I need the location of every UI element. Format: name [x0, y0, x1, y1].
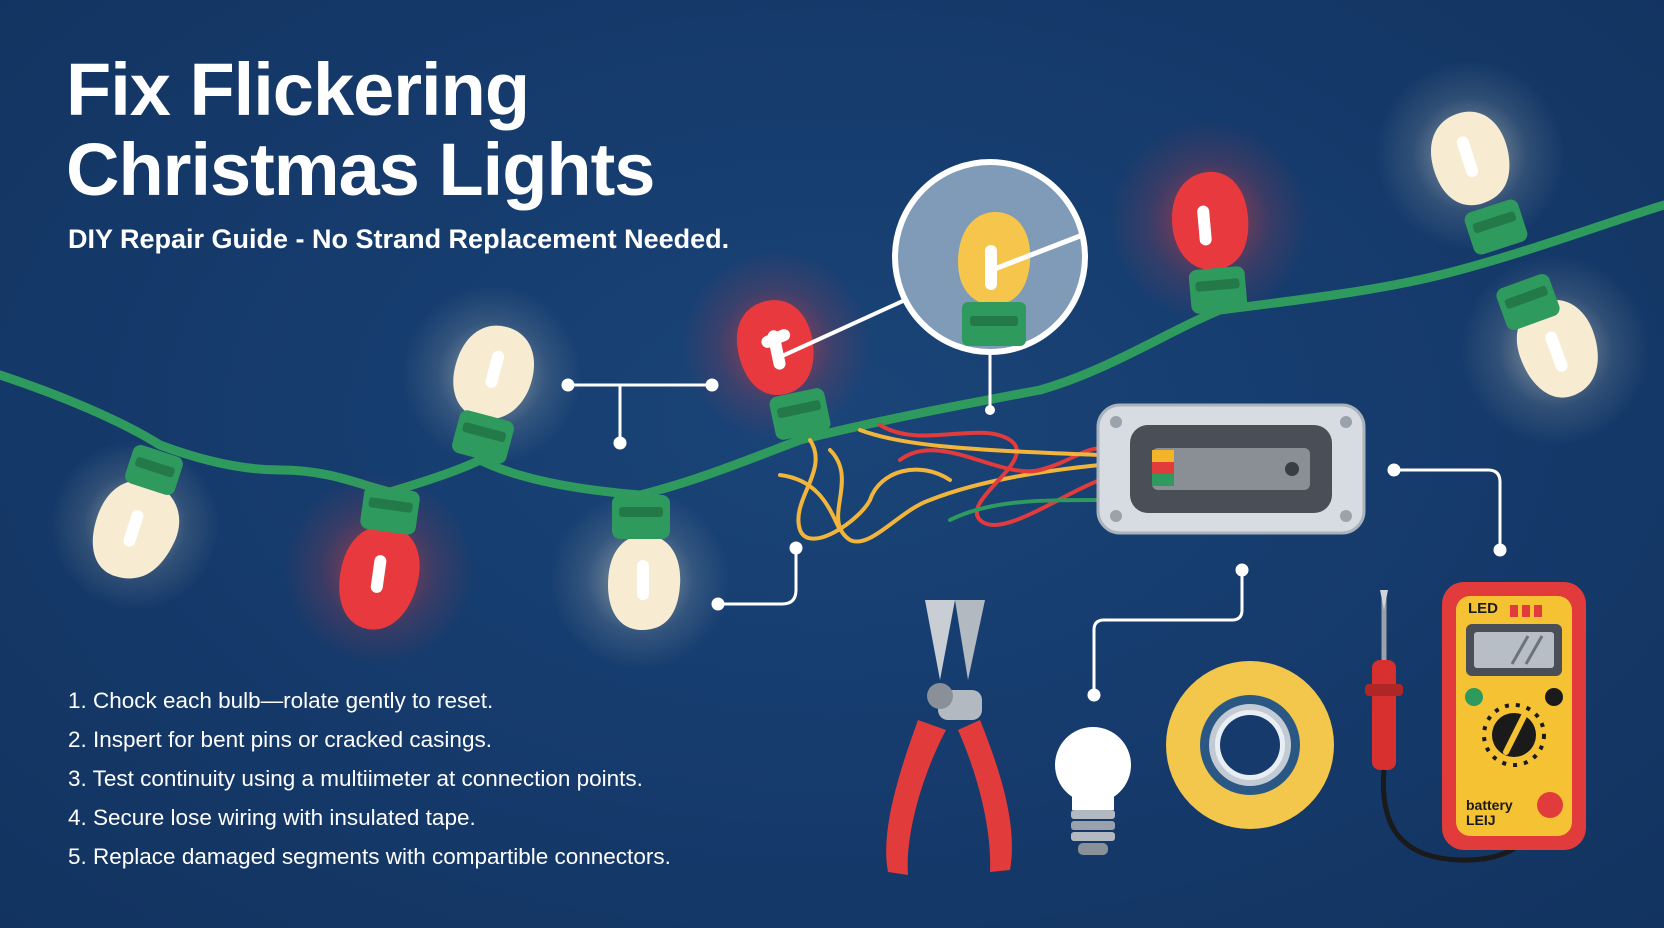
step-item: 4. Secure lose wiring with insulated tap… — [68, 805, 476, 830]
page-title: Fix Flickering Christmas Lights — [66, 48, 655, 211]
bulb-red-1 — [283, 475, 473, 665]
subtitle: DIY Repair Guide - No Strand Replacement… — [68, 224, 730, 254]
junction-box — [1096, 403, 1366, 535]
step-item: 2. Inspert for bent pins or cracked casi… — [68, 727, 492, 752]
multimeter-battery-label: battery LEIJ — [1466, 798, 1526, 828]
bulb-warm-1 — [50, 440, 220, 610]
battery-label-line-1: battery — [1466, 797, 1513, 813]
title-line-2: Christmas Lights — [66, 128, 655, 211]
step-item: 1. Chock each bulb—rolate gently to rese… — [68, 688, 494, 713]
bulb-red-2 — [681, 250, 871, 440]
bulb-warm-2 — [402, 285, 582, 465]
step-item: 3. Test continuity using a multiimeter a… — [68, 766, 643, 791]
callout-lines — [561, 378, 1507, 702]
battery-label-line-2: LEIJ — [1466, 812, 1496, 828]
multimeter-icon — [1365, 582, 1586, 863]
tape-roll-icon — [1166, 661, 1334, 829]
bulb-warm-4 — [1375, 60, 1565, 255]
step-item: 5. Replace damaged segments with compart… — [68, 844, 671, 869]
magnifier — [779, 159, 1088, 415]
steps-list: 1. Chock each bulb—rolate gently to rese… — [68, 681, 768, 876]
bulb-red-3 — [1110, 120, 1310, 320]
bulb-warm-5 — [1460, 255, 1650, 445]
multimeter-led-label: LED — [1468, 600, 1498, 617]
bulb-warm-3 — [550, 490, 730, 670]
title-line-1: Fix Flickering — [66, 48, 530, 131]
light-bulb-icon — [1055, 727, 1131, 855]
pliers-icon — [886, 600, 1012, 875]
tangled-wires — [778, 423, 1102, 544]
light-string-wire — [0, 200, 1664, 500]
